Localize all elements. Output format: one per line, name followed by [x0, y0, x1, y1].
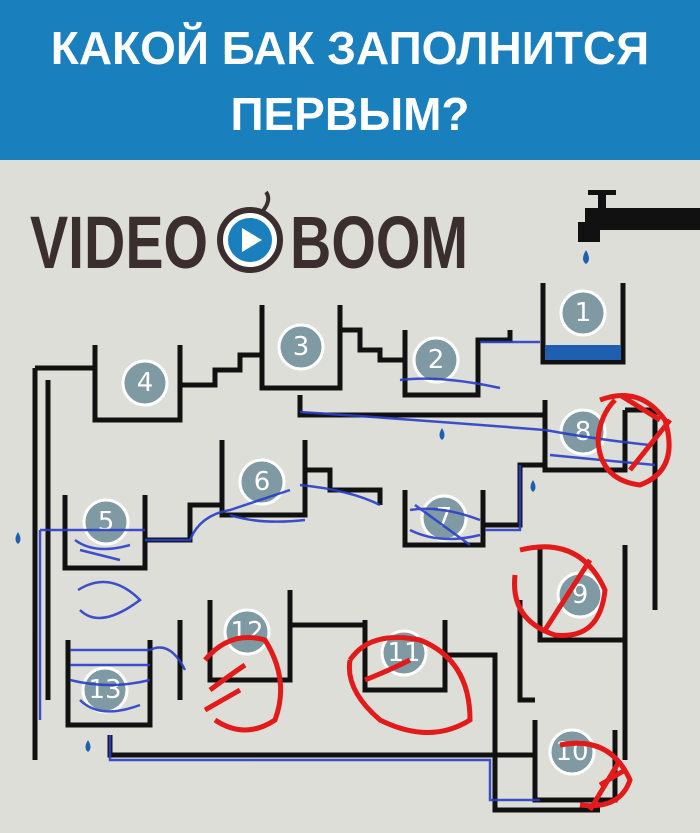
svg-text:9: 9: [572, 580, 589, 610]
title-line-2: ПЕРВЫМ?: [230, 88, 470, 140]
svg-text:13: 13: [88, 675, 121, 705]
tank-13-badge: 13: [81, 666, 129, 714]
tank-11-crossed: [346, 635, 473, 735]
water-drop-icon: [530, 480, 536, 492]
tank-2-badge: 2: [412, 336, 460, 384]
water-drop-icon: [583, 250, 589, 264]
tank-11-badge: 11: [380, 629, 428, 677]
water-drop-icon: [439, 428, 445, 440]
svg-text:5: 5: [98, 507, 115, 537]
water-drop-icon: [15, 532, 21, 544]
svg-text:8: 8: [575, 417, 592, 447]
svg-text:6: 6: [254, 467, 271, 497]
tank-5-badge: 5: [82, 498, 130, 546]
svg-text:2: 2: [428, 345, 445, 375]
title-line-1: КАКОЙ БАК ЗАПОЛНИТСЯ: [50, 22, 650, 74]
svg-text:1: 1: [575, 298, 592, 328]
tank-12-badge: 12: [223, 608, 271, 656]
logo-boom-text: BOOM: [290, 201, 468, 284]
tank-3-badge: 3: [277, 323, 325, 371]
puzzle-background: [0, 160, 700, 833]
tank-6-badge: 6: [238, 458, 286, 506]
tank-8-badge: 8: [559, 408, 607, 456]
logo-video-text: VIDEO: [30, 201, 208, 284]
svg-text:7: 7: [436, 503, 453, 533]
tank-10-badge: 10: [548, 728, 596, 776]
svg-text:12: 12: [230, 617, 263, 647]
tank-9-crossed: [512, 544, 608, 638]
title-banner: КАКОЙ БАК ЗАПОЛНИТСЯ ПЕРВЫМ?: [0, 0, 700, 160]
faucet-icon: [578, 190, 700, 264]
water-drop-icon: [85, 740, 91, 752]
tank-4-badge: 4: [121, 359, 169, 407]
tank-7-badge: 7: [420, 494, 468, 542]
tank-8-crossed: [595, 392, 672, 488]
tank-10-crossed: [559, 740, 633, 812]
svg-text:3: 3: [293, 332, 310, 362]
tank-12-crossed: [203, 635, 284, 733]
videoboom-logo: VIDEO BOOM: [30, 190, 468, 284]
svg-text:4: 4: [137, 368, 154, 398]
tank-1-badge: 1: [559, 289, 607, 337]
blue-scribbles: [38, 340, 656, 802]
tank-badges: 1 2 3 4 5 6 7 8 9 10 11 12 13: [81, 289, 607, 776]
red-scribbles: [203, 392, 672, 812]
tank-1-water: [545, 345, 621, 360]
